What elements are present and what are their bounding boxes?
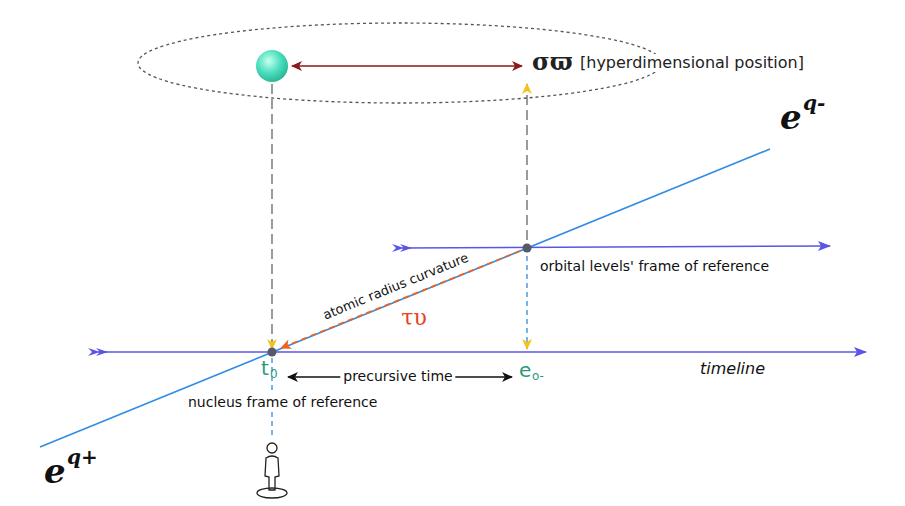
frame-label: nucleus frame of reference bbox=[185, 394, 380, 410]
timeline-axis bbox=[98, 351, 866, 353]
observer-base bbox=[257, 488, 287, 498]
particle-sphere bbox=[256, 50, 288, 82]
orbital-axis bbox=[402, 246, 830, 248]
position-arrow bbox=[292, 65, 522, 67]
observer-head bbox=[267, 443, 277, 453]
time-symbol: e bbox=[519, 359, 531, 382]
axis-tail bbox=[88, 348, 108, 356]
curvature-arrow bbox=[281, 251, 520, 348]
projection-line bbox=[271, 84, 272, 349]
projection-line bbox=[526, 256, 527, 349]
curvature-label: atomic radius curvature bbox=[321, 251, 471, 324]
time-subscript: 0 bbox=[270, 368, 278, 382]
axis-superscript: q- bbox=[803, 92, 825, 115]
frame-dot bbox=[523, 244, 532, 253]
axis-label: timeline bbox=[700, 360, 765, 378]
symbol-label: σϖ bbox=[532, 48, 573, 76]
axis-tail bbox=[392, 244, 412, 252]
axis-superscript: q+ bbox=[67, 446, 98, 469]
projection-line bbox=[526, 84, 527, 240]
time-symbol: t bbox=[261, 357, 269, 380]
curvature-symbol: τυ bbox=[401, 305, 427, 330]
observer-body bbox=[265, 456, 279, 490]
interval-label: precursive time bbox=[340, 368, 455, 384]
observer-figure bbox=[257, 443, 287, 498]
axis-symbol: e bbox=[44, 452, 66, 491]
axis-symbol: e bbox=[780, 98, 802, 137]
frame-label: orbital levels' frame of reference bbox=[540, 258, 769, 274]
time-subscript: o- bbox=[532, 370, 544, 384]
frame-dot bbox=[268, 348, 277, 357]
position-label: [hyperdimensional position] bbox=[577, 54, 807, 72]
charge-axis bbox=[40, 149, 770, 447]
